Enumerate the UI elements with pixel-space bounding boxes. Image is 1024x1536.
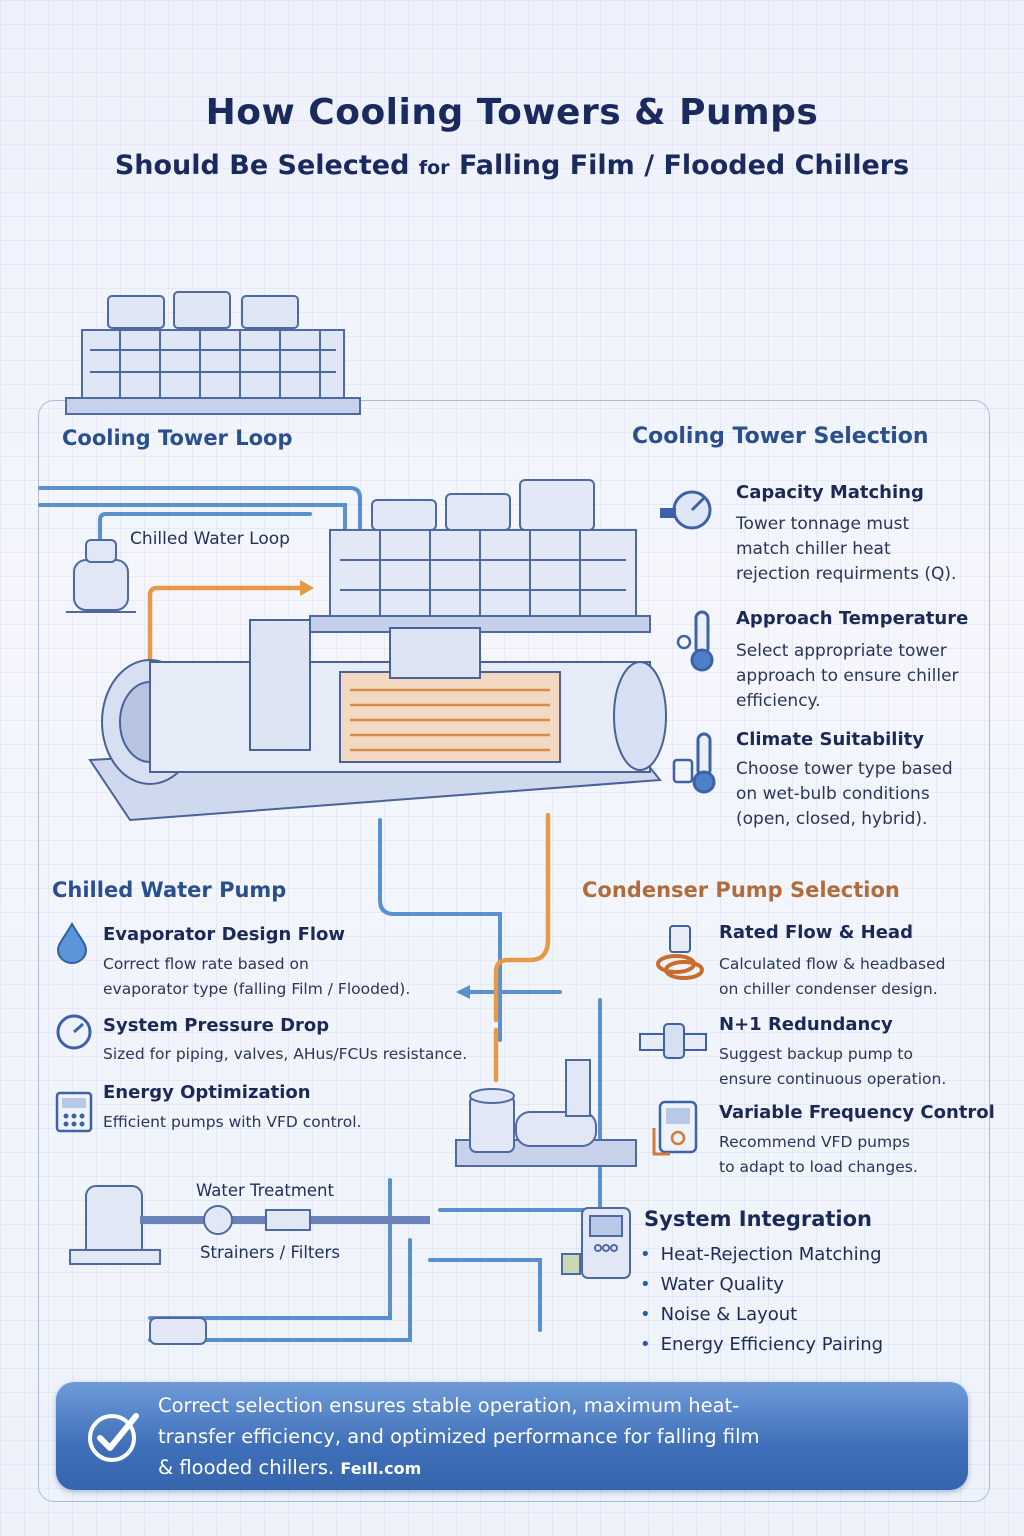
list-item: Noise & Layout bbox=[640, 1304, 883, 1334]
approach-temperature-line-3: efficiency. bbox=[736, 691, 821, 711]
variable-frequency-control-title: Variable Frequency Control bbox=[719, 1102, 995, 1123]
subtitle-part-c: Falling Film / Flooded Chillers bbox=[458, 150, 910, 181]
evaporator-design-flow-title: Evaporator Design Flow bbox=[103, 924, 346, 945]
vfd-icon bbox=[652, 1100, 698, 1156]
climate-suitability-line-2: on wet-bulb conditions bbox=[736, 784, 930, 804]
pump-coil-icon bbox=[656, 925, 704, 980]
page-title: How Cooling Towers & Pumps bbox=[205, 92, 819, 133]
n1-redundancy-line-1: Suggest backup pump to bbox=[719, 1045, 913, 1063]
climate-suitability-line-3: (open, closed, hybrid). bbox=[736, 809, 928, 829]
approach-temperature-title: Approach Temperature bbox=[736, 608, 969, 629]
system-pressure-drop-text: Sized for piping, valves, AHus/FCUs resi… bbox=[103, 1045, 468, 1063]
pressure-gauge-icon bbox=[56, 1014, 92, 1050]
cooling-tower-selection-heading: Cooling Tower Selection bbox=[632, 424, 929, 449]
climate-suitability-title: Climate Suitability bbox=[736, 729, 924, 750]
summary-banner: Correct selection ensures stable operati… bbox=[56, 1382, 968, 1490]
rated-flow-head-line-1: Calculated flow & headbased bbox=[719, 955, 946, 973]
capacity-gauge-icon bbox=[660, 490, 712, 530]
flow-arrow-orange-right bbox=[300, 580, 314, 596]
n1-redundancy-title: N+1 Redundancy bbox=[719, 1014, 893, 1035]
subtitle-part-a: Should Be Selected bbox=[114, 150, 410, 181]
n1-redundancy-text: Suggest backup pump to ensure continuous… bbox=[719, 1042, 946, 1092]
backup-pump-icon bbox=[639, 1023, 707, 1059]
thermometer-icon bbox=[676, 610, 714, 672]
capacity-matching-line-1: Tower tonnage must bbox=[736, 514, 910, 534]
condenser-water-pipes bbox=[147, 585, 551, 1083]
expansion-tank-illustration bbox=[66, 539, 136, 613]
strainers-filters-label: Strainers / Filters bbox=[200, 1243, 340, 1262]
condenser-pump-selection-heading: Condenser Pump Selection bbox=[582, 878, 900, 902]
capacity-matching-line-2: match chiller heat bbox=[736, 539, 891, 559]
variable-frequency-control-line-2: to adapt to load changes. bbox=[719, 1158, 918, 1176]
water-treatment-illustration bbox=[69, 1185, 430, 1345]
diagram-frame bbox=[38, 400, 990, 1502]
rated-flow-head-title: Rated Flow & Head bbox=[719, 922, 913, 943]
control-panel-icon bbox=[55, 1091, 93, 1133]
n1-redundancy-line-2: ensure continuous operation. bbox=[719, 1070, 947, 1088]
list-item: Water Quality bbox=[640, 1274, 883, 1304]
summary-line-1: Correct selection ensures stable operati… bbox=[158, 1394, 740, 1417]
rated-flow-head-line-2: on chiller condenser design. bbox=[719, 980, 938, 998]
summary-line-3: & flooded chillers. Feıll.com bbox=[158, 1452, 958, 1484]
capacity-matching-title: Capacity Matching bbox=[736, 482, 924, 503]
capacity-matching-text: Tower tonnage must match chiller heat re… bbox=[736, 512, 956, 587]
approach-temperature-line-2: approach to ensure chiller bbox=[736, 666, 959, 686]
energy-optimization-title: Energy Optimization bbox=[103, 1082, 311, 1103]
chilled-water-pump-heading: Chilled Water Pump bbox=[52, 878, 287, 902]
flow-arrow-blue-left bbox=[456, 985, 470, 999]
approach-temperature-line-1: Select appropriate tower bbox=[736, 641, 947, 661]
system-pressure-drop-title: System Pressure Drop bbox=[103, 1015, 330, 1036]
rated-flow-head-text: Calculated flow & headbased on chiller c… bbox=[719, 952, 946, 1002]
energy-optimization-text: Efficient pumps with VFD control. bbox=[103, 1113, 362, 1131]
evaporator-design-flow-text: Correct flow rate based on evaporator ty… bbox=[103, 952, 410, 1002]
checkmark-icon bbox=[88, 1413, 139, 1462]
chilled-water-loop-label: Chilled Water Loop bbox=[130, 529, 290, 549]
water-drop-icon bbox=[56, 922, 88, 964]
list-item: Energy Efficiency Pairing bbox=[640, 1334, 883, 1364]
list-item: Heat-Rejection Matching bbox=[640, 1244, 883, 1274]
top-cooling-tower-illustration bbox=[65, 291, 361, 415]
summary-line-2: transfer efficiency, and optimized perfo… bbox=[158, 1425, 760, 1448]
variable-frequency-control-text: Recommend VFD pumps to adapt to load cha… bbox=[719, 1130, 918, 1180]
climate-thermometer-icon bbox=[672, 732, 716, 794]
subtitle-part-for: for bbox=[418, 157, 450, 179]
climate-suitability-text: Choose tower type based on wet-bulb cond… bbox=[736, 757, 953, 832]
approach-temperature-text: Select appropriate tower approach to ens… bbox=[736, 639, 959, 714]
system-integration-heading: System Integration bbox=[644, 1207, 873, 1231]
evaporator-design-flow-line-1: Correct flow rate based on bbox=[103, 955, 309, 973]
cooling-tower-loop-heading: Cooling Tower Loop bbox=[62, 426, 293, 450]
variable-frequency-control-line-1: Recommend VFD pumps bbox=[719, 1133, 910, 1151]
summary-line-3-text: & flooded chillers. bbox=[158, 1456, 335, 1479]
capacity-matching-line-3: rejection requirments (Q). bbox=[736, 564, 957, 584]
system-integration-list: Heat-Rejection Matching Water Quality No… bbox=[640, 1244, 883, 1364]
brand-watermark: Feıll.com bbox=[340, 1459, 422, 1478]
page-subtitle: Should Be Selected for Falling Film / Fl… bbox=[0, 150, 1024, 181]
chiller-illustration bbox=[88, 619, 667, 822]
controller-illustration bbox=[561, 1207, 631, 1279]
summary-text: Correct selection ensures stable operati… bbox=[158, 1390, 958, 1484]
condenser-pump-illustration bbox=[455, 1059, 637, 1167]
evaporator-design-flow-line-2: evaporator type (falling Film / Flooded)… bbox=[103, 980, 411, 998]
climate-suitability-line-1: Choose tower type based bbox=[736, 759, 953, 779]
water-treatment-label: Water Treatment bbox=[196, 1181, 334, 1200]
